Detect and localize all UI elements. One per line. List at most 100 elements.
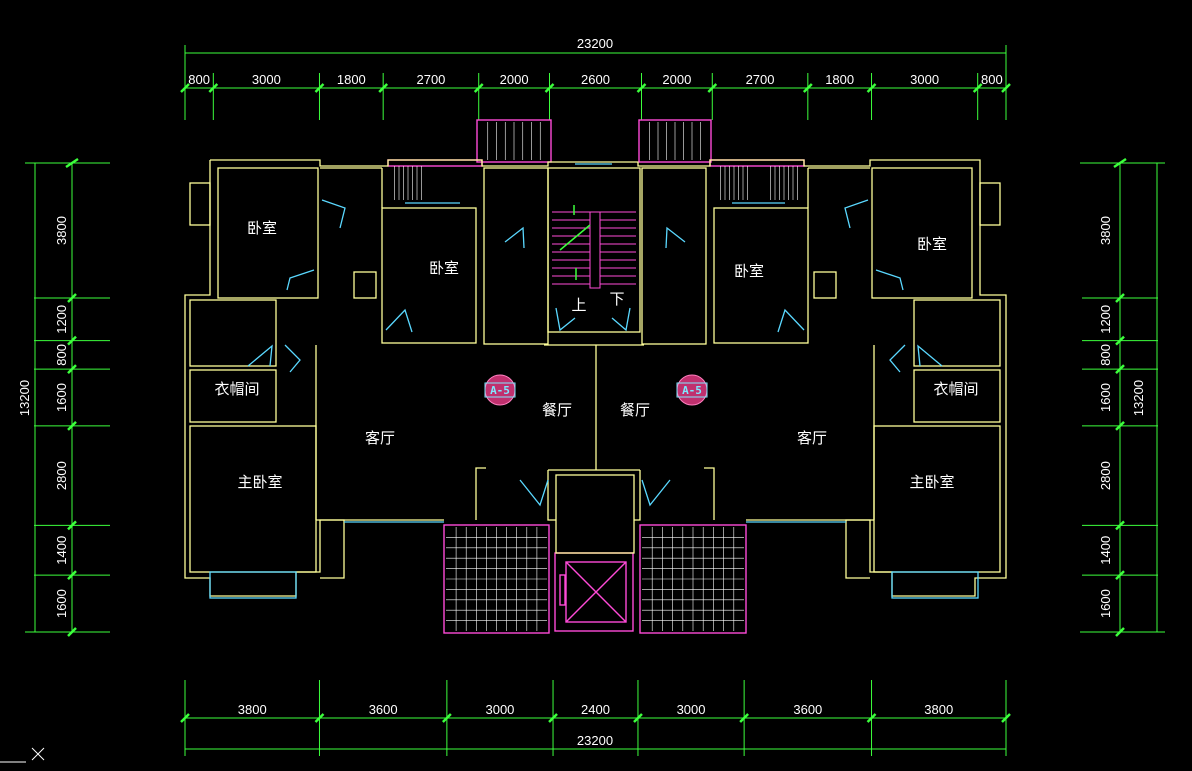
dims_left-tick-mark [67, 293, 77, 303]
section-tag-right: A-5 [676, 374, 708, 406]
dims_top-tick-mark [866, 83, 877, 93]
dimension-labels: 23200 23200 13200 13200 800 3000 1800 2700 2… [17, 36, 1146, 748]
dims_bottom-tick-mark [314, 713, 325, 723]
dims_bottom-tick-mark [1001, 713, 1011, 723]
dims_top-tick-mark [544, 83, 555, 93]
dims_bottom-label: 3000 [485, 702, 514, 717]
ucs-icon [0, 747, 45, 763]
dims_left-tick-mark [65, 157, 79, 169]
room-bedroom-right-2: 卧室 [917, 235, 947, 253]
dims_top-label: 1800 [825, 72, 854, 87]
dim-top-total: 23200 [577, 36, 613, 51]
dims_right-label: 1600 [1098, 589, 1113, 618]
dims_top-tick-mark [972, 83, 983, 93]
dims_left-tick-mark [67, 335, 77, 346]
dims_top-label: 2600 [581, 72, 610, 87]
dims_right-label: 1400 [1098, 536, 1113, 565]
dims_bottom-tick-mark [739, 713, 750, 723]
dims_top-label: 2700 [416, 72, 445, 87]
dims_top-tick-mark [636, 83, 647, 93]
room-master-left: 主卧室 [237, 473, 282, 491]
stair-well [589, 211, 601, 289]
dims_left-tick-mark [67, 364, 77, 374]
dims_bottom-tick-mark [441, 713, 452, 723]
dims_left-label: 1600 [54, 589, 69, 618]
room-living-right: 客厅 [797, 429, 827, 447]
room-bedroom-left-1: 卧室 [247, 219, 277, 237]
room-dining-right: 餐厅 [620, 401, 650, 419]
dims_left-label: 1600 [54, 383, 69, 412]
dims_left-label: 1400 [54, 536, 69, 565]
dims_top-tick-mark [473, 83, 484, 93]
dims_bottom-label: 3600 [369, 702, 398, 717]
dim-bottom-total: 23200 [577, 733, 613, 748]
dims_bottom-tick-mark [633, 713, 643, 723]
room-cloakroom-right: 衣帽间 [933, 380, 978, 398]
room-bedroom-left-2: 卧室 [429, 259, 459, 277]
dims_right-label: 800 [1098, 344, 1113, 366]
dims_right-tick-mark [1115, 364, 1125, 374]
dimension-lines [25, 45, 1165, 756]
dims_top-tick-mark [314, 83, 325, 93]
walls [184, 159, 1007, 597]
dims_right-tick-mark [1115, 520, 1125, 531]
dims_bottom-label: 3000 [677, 702, 706, 717]
dims_top-tick-mark [378, 83, 389, 93]
tag-right-label: A-5 [682, 384, 702, 397]
section-tag-left: A-5 [484, 374, 516, 406]
room-cloakroom-left: 衣帽间 [214, 380, 259, 398]
stair-treads [552, 211, 636, 289]
dims_top-tick-mark [707, 83, 718, 93]
dims_left-tick-mark [67, 520, 77, 531]
dims_top-label: 3000 [252, 72, 281, 87]
dims_top-label: 800 [981, 72, 1003, 87]
stair-down-label: 下 [609, 290, 624, 308]
dims_top-label: 2000 [662, 72, 691, 87]
dims_top-label: 2700 [746, 72, 775, 87]
dims_top-tick-mark [1001, 83, 1011, 93]
balcony-grids [394, 122, 798, 631]
dims_left-tick-mark [67, 627, 77, 637]
dims_right-tick-mark [1115, 293, 1125, 303]
dims_top-label: 1800 [337, 72, 366, 87]
dim-right-total: 13200 [1131, 380, 1146, 416]
dims_right-tick-mark [1115, 421, 1125, 431]
dims_right-label: 3800 [1098, 216, 1113, 245]
dims_bottom-label: 3800 [238, 702, 267, 717]
dims_bottom-label: 3800 [924, 702, 953, 717]
dims_right-label: 2800 [1098, 461, 1113, 490]
dims_right-tick-mark [1115, 335, 1125, 346]
stair-arrows [559, 205, 591, 280]
dims_right-tick-mark [1115, 570, 1125, 581]
dims_bottom-label: 3600 [793, 702, 822, 717]
stair-up-label: 上 [571, 296, 586, 314]
tag-left-label: A-5 [490, 384, 510, 397]
room-bedroom-right-1: 卧室 [734, 262, 764, 280]
dims_bottom-tick-mark [548, 713, 558, 723]
dims_left-label: 3800 [54, 216, 69, 245]
dims_right-label: 1200 [1098, 305, 1113, 334]
dims_right-tick-mark [1113, 157, 1127, 169]
dims_left-tick-mark [67, 421, 77, 431]
room-living-left: 客厅 [365, 429, 395, 447]
dims_left-tick-mark [67, 570, 77, 581]
balconies [387, 119, 805, 634]
dims_bottom-tick-mark [180, 713, 190, 723]
dims_right-label: 1600 [1098, 383, 1113, 412]
dims_top-label: 3000 [910, 72, 939, 87]
dims_left-label: 2800 [54, 461, 69, 490]
windows-doors [209, 163, 979, 599]
dims_left-label: 800 [54, 344, 69, 366]
dims_top-tick-mark [802, 83, 813, 93]
dim-left-total: 13200 [17, 380, 32, 416]
dims_top-label: 800 [188, 72, 210, 87]
room-dining-left: 餐厅 [542, 401, 572, 419]
dims_bottom-label: 2400 [581, 702, 610, 717]
dims_top-label: 2000 [500, 72, 529, 87]
dims_left-label: 1200 [54, 305, 69, 334]
dims_top-tick-mark [208, 83, 219, 93]
dims_bottom-tick-mark [866, 713, 877, 723]
room-master-right: 主卧室 [909, 473, 954, 491]
dims_right-tick-mark [1115, 627, 1125, 637]
